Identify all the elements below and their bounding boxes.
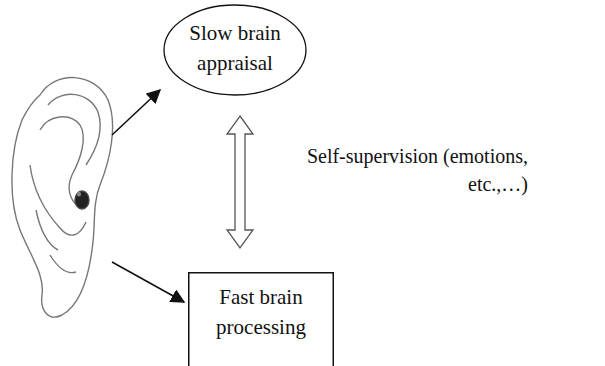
appraisal-ellipse: Slow brain appraisal [163, 4, 307, 96]
node-text: Fast brain processing [203, 282, 319, 342]
ear-to-slow-arrow [112, 90, 160, 135]
double-arrow [227, 116, 253, 248]
node-text: Slow brain appraisal [178, 18, 292, 78]
appraisal-ellipse-outline [163, 4, 307, 96]
ear-to-fast-arrow [112, 262, 184, 302]
ear [12, 78, 113, 318]
edge-label: Self-supervision (emotions, etc.,…) [280, 142, 531, 198]
processing-box: Fast brain processing [188, 272, 334, 366]
